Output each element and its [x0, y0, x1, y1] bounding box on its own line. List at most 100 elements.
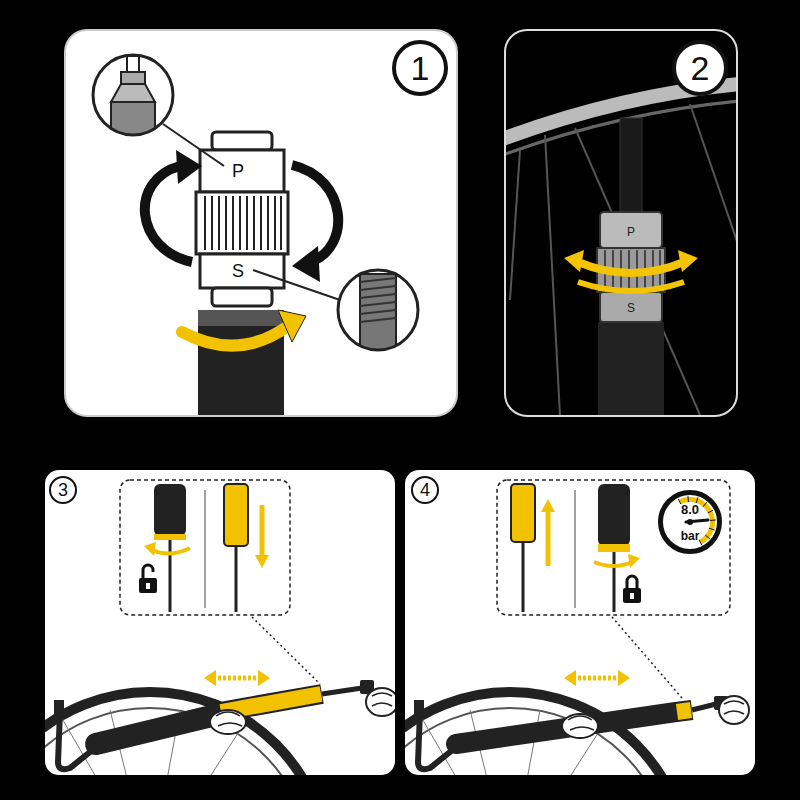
panel-one-part-part [253, 196, 255, 250]
panel-four-part-part [414, 700, 424, 714]
panel-three-part [258, 670, 270, 686]
panel-one-part [176, 150, 202, 184]
panel-three-part [204, 670, 216, 686]
valve-side-letter: P [627, 226, 635, 238]
panel-one-part [65, 30, 457, 416]
panel-one-part [163, 124, 224, 166]
panel-three-part [146, 583, 150, 589]
panel-four [332, 470, 755, 800]
gauge-tick [705, 535, 710, 539]
panel-four-part [497, 480, 730, 615]
panel-three-part [152, 548, 190, 554]
panel-one-part-part [360, 274, 396, 354]
circle-outline [658, 490, 722, 554]
panel-three-part [154, 484, 186, 536]
step-number: 2 [691, 51, 710, 85]
panel-one-part-part [260, 196, 262, 250]
panel-four-part [598, 484, 630, 546]
gauge-scale [679, 497, 715, 544]
panel-one-part [182, 326, 288, 346]
panel-four-part-part [724, 701, 744, 714]
panel-four-part [405, 470, 755, 775]
panel-three-part-part [45, 708, 312, 775]
panel-four-part-part [692, 704, 716, 710]
panel-one-part [278, 310, 306, 342]
panel-two-part-part [578, 262, 684, 273]
panel-three-part-part [216, 712, 242, 726]
panel-three-part [252, 617, 320, 684]
panel-three-part [139, 578, 157, 593]
panel-one-part [253, 270, 340, 300]
panel-one-part-part [204, 196, 206, 250]
panel-one-part-part-part [360, 302, 396, 306]
pressure-gauge: 8.0bar [658, 490, 722, 554]
panel-one-part-part [267, 196, 269, 250]
panel-one-part [338, 270, 418, 350]
panel-three-part [144, 542, 156, 556]
panel-one-part-part-part [360, 286, 396, 290]
panel-one-part-part [121, 72, 145, 84]
panel-one-part [212, 132, 272, 150]
panel-two-part-part [564, 250, 584, 272]
panel-one-part-part [225, 196, 227, 250]
panel-three-part [260, 505, 265, 556]
step-number-circle: 1 [392, 40, 448, 96]
panel-four-part [573, 676, 620, 681]
panel-one-part-part [360, 278, 396, 322]
panel-two-part-part-part [510, 150, 520, 300]
circle-outline-ring [50, 477, 76, 503]
panel-two-part-part [678, 250, 698, 272]
panel-four-part [630, 593, 634, 599]
panel-one-part [145, 166, 192, 262]
text-group: 1 [411, 51, 430, 85]
panel-four-part [522, 542, 525, 612]
gauge-tick [687, 496, 688, 502]
gauge-tick [678, 499, 681, 504]
panel-four-part [628, 554, 640, 568]
panel-two-part-part [600, 292, 662, 322]
panel-four-part-part [456, 712, 676, 744]
panel-one-part-part [274, 196, 276, 250]
panel-three-part [255, 555, 269, 568]
panel-three-part-part [54, 700, 64, 714]
panel-three-part-part [220, 694, 322, 712]
gauge-tick [703, 502, 707, 507]
panel-four-part [405, 692, 749, 775]
gauge-tick [710, 519, 716, 520]
text-group: 4 [420, 481, 430, 499]
panel-one-part [198, 310, 284, 415]
panel-three-part-part [322, 688, 362, 694]
step-number: 1 [411, 51, 430, 85]
panel-one-part [198, 310, 284, 326]
panel-four-part [613, 552, 616, 612]
panel-two-part-part-part [545, 135, 560, 415]
step-number: 4 [420, 481, 430, 499]
panel-one-part-part-part [360, 318, 396, 322]
panel-four-part [612, 617, 682, 698]
gauge-pivot [687, 519, 693, 525]
panel-three-part-part [221, 694, 321, 712]
panel-four-part [623, 588, 641, 603]
panel-four-part-part [676, 710, 692, 712]
panel-four-part [546, 510, 551, 566]
panel-two-part-part-part [690, 104, 736, 250]
panel-one-part-part [127, 56, 139, 72]
panel-one-part-part [280, 196, 282, 250]
panel-one-part-part [239, 196, 241, 250]
panel-three-part [45, 680, 395, 775]
gauge-tick [709, 528, 715, 530]
panel-one-part-part [111, 84, 155, 102]
panel-one-part-part-part [360, 310, 396, 314]
text-group: 2 [691, 51, 710, 85]
panel-two [500, 30, 740, 418]
circle-outline-ring [394, 42, 446, 94]
panel-four-part-part [562, 714, 598, 738]
panel-three-part-part [372, 693, 392, 706]
panel-one-part-part [246, 196, 248, 250]
panel-one-part [111, 56, 155, 142]
panel-three-part [205, 490, 206, 608]
panel-three-part [213, 676, 260, 681]
panel-one-part [200, 254, 284, 288]
panel-one-part [196, 192, 288, 254]
